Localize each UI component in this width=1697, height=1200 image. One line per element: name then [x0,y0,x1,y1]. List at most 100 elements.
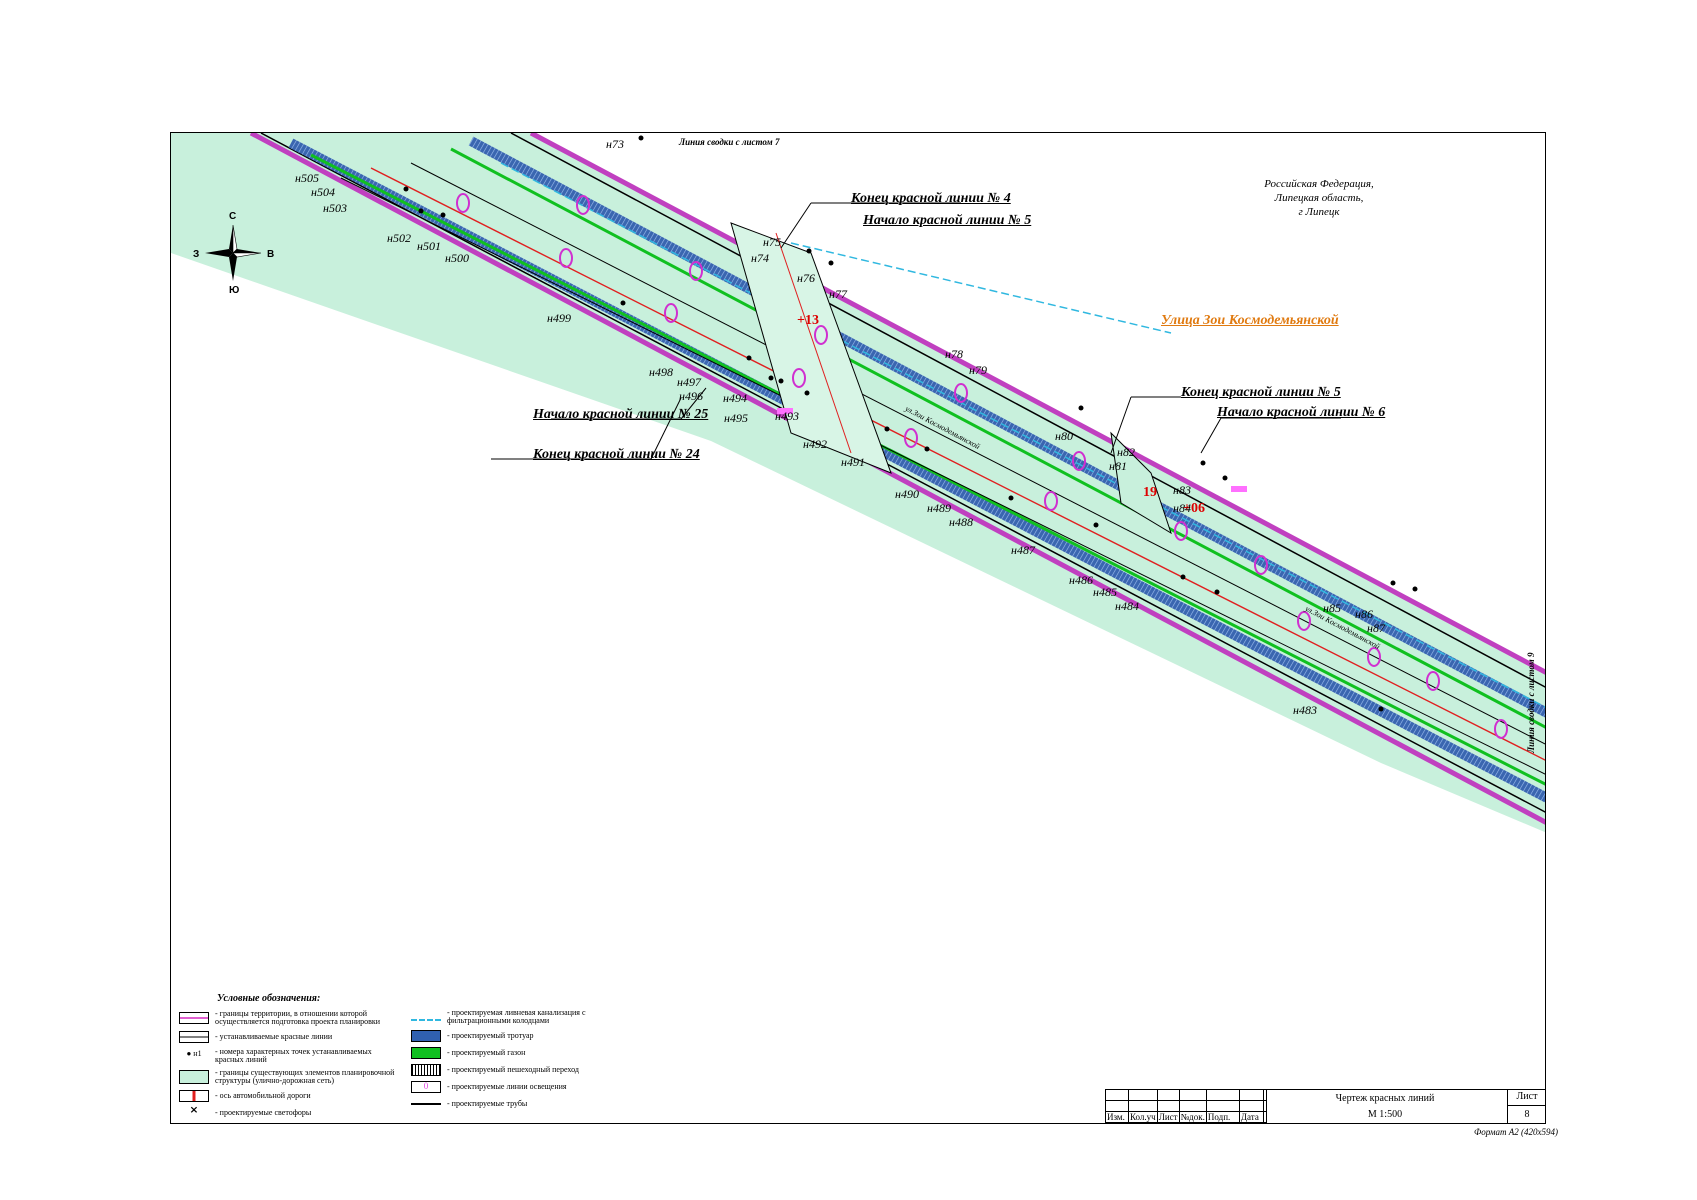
crosswalk-1 [777,408,793,414]
point-label: н503 [323,201,347,215]
point-label: н501 [417,239,441,253]
col-data: Дата [1238,1111,1267,1123]
legend-text: - проектируемые светофоры [215,1108,312,1117]
compass-west: З [193,249,200,260]
legend-swatch-lighting: 0 [411,1081,441,1093]
col-izm: Изм. [1105,1111,1129,1123]
legend: Условные обозначения: - границы территор… [179,993,599,1123]
red-lines-map [171,133,1545,833]
point-label: н74 [751,251,769,265]
legend-item: 0 - проектируемые линии освещения [411,1081,617,1093]
legend-swatch-lawn [411,1047,441,1059]
revision-table: Изм. Кол.уч Лист №док. Подп. Дата [1105,1089,1267,1123]
carriageway-edge-2 [340,177,1545,775]
point-label: н492 [803,437,827,451]
legend-text: - проектируемые трубы [447,1099,528,1108]
point-label: н488 [949,515,973,529]
point-label: н494 [723,391,747,405]
region-label: Российская Федерация, Липецкая область, … [1249,177,1389,219]
road-axis [370,167,1545,761]
red-line-bottom [260,133,1545,813]
red-line-points [403,135,1418,712]
drawing-scale: М 1:500 [1367,1109,1403,1120]
col-kol: Кол.уч [1128,1111,1158,1123]
lighting-poles [456,193,1508,739]
point-label: н495 [724,411,748,425]
legend-text: - номера характерных точек устанавливаем… [215,1047,372,1064]
legend-text: - проектируемые линии освещения [447,1082,567,1091]
point-label: н73 [606,137,624,151]
format-note: Формат А2 (420х594) [1474,1127,1559,1137]
note-start-red-line-5: Начало красной линии № 5 [863,213,1032,228]
compass-north: С [229,211,237,222]
note-end-red-line-24: Конец красной линии № 24 [533,447,700,462]
point-label: н85 [1323,601,1341,615]
legend-item: - проектируемый тротуар [411,1030,617,1042]
legend-swatch-red-lines [179,1031,209,1043]
point-label: н75 [763,235,781,249]
red-line-top [510,133,1545,688]
region-line-3: г Липецк [1298,206,1340,218]
legend-text: - границы территории, в отношении которо… [215,1009,381,1026]
col-podp: Подп. [1205,1111,1240,1123]
station-mark-b: 19 [1143,485,1157,500]
legend-text: - проектируемый тротуар [447,1031,534,1040]
point-label: н83 [1173,483,1191,497]
point-label: н490 [895,487,919,501]
col-list: Лист [1156,1111,1180,1123]
point-label: н76 [797,271,815,285]
note-end-red-line-4: Конец красной линии № 4 [851,191,1011,206]
note-leaders [491,202,1341,460]
legend-swatch-existing [179,1070,209,1084]
legend-marker: н1 [193,1049,202,1058]
point-label: н499 [547,311,571,325]
sidewalk-upper [468,136,1545,718]
top-joint-label: Линия сводки с листом 7 [679,137,780,147]
region-line-2: Липецкая область, [1274,192,1364,204]
legend-swatch-sewer [411,1013,441,1021]
legend-text: - проектируемый газон [447,1048,526,1057]
legend-item: ⨯ - проектируемые светофоры [179,1105,599,1119]
legend-item: ● н1- номера характерных точек устанавли… [179,1048,599,1064]
lawn-lower [310,153,1545,786]
point-label: н504 [311,185,335,199]
storm-sewer-line [500,162,1545,708]
crosswalk-2 [1231,486,1247,492]
point-label: н505 [295,171,319,185]
sheet-number: 8 [1524,1109,1530,1120]
cross-street-axis [775,232,852,454]
sheet-label: Лист [1516,1091,1538,1102]
point-label: н81 [1109,459,1127,473]
territory-boundary-top [529,133,1545,675]
street-title: Улица Зои Космодемьянской [1161,313,1339,328]
station-mark-a: +13 [797,313,819,328]
lawn-upper [450,147,1545,729]
side-branch [1110,431,1172,535]
legend-swatch-crosswalk [411,1064,441,1076]
point-label: н86 [1355,607,1373,621]
note-start-red-line-25: Начало красной линии № 25 [533,407,709,422]
point-label: н493 [775,409,799,423]
right-joint-label: Линия сводки с листом 9 [1526,652,1536,753]
point-label: н77 [829,287,847,301]
legend-text: - ось автомобильной дороги [215,1091,311,1100]
point-label: н84 [1173,501,1191,515]
point-label: н502 [387,231,411,245]
legend-column-2: - проектируемая ливневая канализация с ф… [411,993,617,1115]
compass-east: В [267,249,275,260]
point-label: н489 [927,501,951,515]
point-label: н498 [649,365,673,379]
note-end-red-line-5: Конец красной линии № 5 [1181,385,1341,400]
legend-text: - проектируемый пешеходный переход [447,1065,579,1074]
traffic-light-icon: ⨯ [189,1105,199,1116]
legend-item: - границы территории, в отношении которо… [179,1010,599,1026]
sheet-cell [1507,1089,1545,1123]
legend-swatch-axis [179,1090,209,1102]
point-label: н483 [1293,703,1317,717]
drawing-title: Чертеж красных линий [1335,1093,1435,1104]
sheet-divider [1507,1105,1545,1106]
point-label: н486 [1069,573,1093,587]
point-label: н80 [1055,429,1073,443]
territory-boundary-bottom [249,133,1545,825]
region-line-1: Российская Федерация, [1264,178,1374,190]
